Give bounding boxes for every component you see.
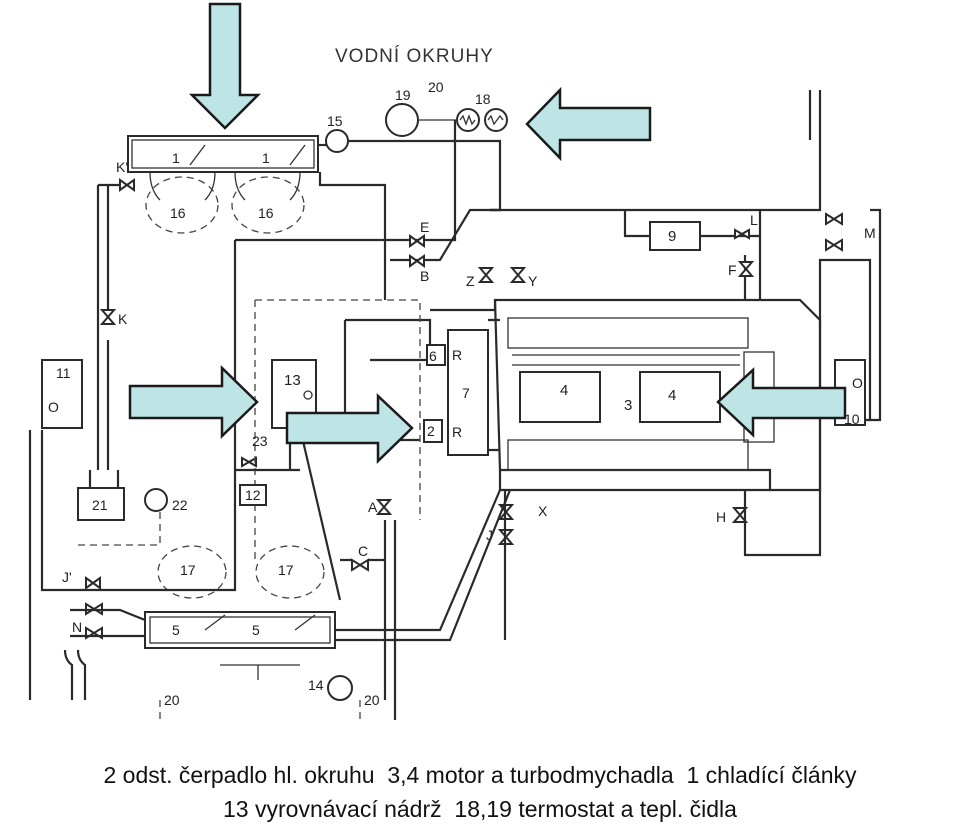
label-19: 19	[395, 87, 411, 103]
label-21: 21	[92, 497, 108, 513]
label-9: 9	[668, 228, 676, 245]
diagram-title: VODNÍ OKRUHY	[335, 46, 494, 67]
component-11	[41, 359, 83, 429]
label-7: 7	[462, 385, 470, 401]
inflow-arrow-left-middle	[128, 365, 259, 439]
radiator-bottom	[144, 611, 336, 649]
radiator-top	[127, 135, 330, 173]
label-13: 13	[284, 372, 301, 389]
label-16b: 16	[258, 205, 274, 221]
label-20b: 20	[364, 692, 380, 708]
thermometer-19	[385, 103, 419, 137]
label-15: 15	[327, 113, 343, 129]
label-3: 3	[624, 397, 632, 414]
label-E: E	[420, 219, 429, 235]
label-4a: 4	[560, 382, 568, 399]
label-20a: 20	[164, 692, 180, 708]
label-L: L	[750, 212, 758, 228]
label-J-prime: J'	[62, 569, 72, 585]
label-18: 18	[475, 91, 491, 107]
label-4b: 4	[668, 387, 676, 404]
label-R-top: R	[452, 347, 462, 363]
pump-22	[144, 488, 168, 512]
pump-15	[325, 129, 349, 153]
label-Y: Y	[528, 273, 538, 289]
component-9	[649, 221, 701, 251]
caption-line-1: 2 odst. čerpadlo hl. okruhu 3,4 motor a …	[103, 762, 857, 788]
label-C: C	[358, 543, 368, 559]
label-O-left: O	[48, 399, 59, 415]
label-2: 2	[427, 423, 435, 439]
component-21	[77, 487, 125, 521]
inflow-arrow-top	[188, 2, 262, 130]
label-20-top: 20	[428, 79, 444, 95]
label-Z: Z	[466, 273, 475, 289]
label-B: B	[420, 268, 429, 284]
pump-6	[426, 344, 446, 366]
fan-16b	[231, 176, 305, 234]
inflow-arrow-right-middle	[716, 367, 847, 438]
label-F: F	[728, 262, 737, 278]
label-5a: 5	[172, 622, 180, 638]
label-22: 22	[172, 497, 188, 513]
label-K-prime: K'	[116, 159, 128, 175]
pump-2	[423, 419, 443, 443]
label-N: N	[72, 619, 82, 635]
label-16a: 16	[170, 205, 186, 221]
heat-exchanger-7	[447, 329, 489, 456]
label-1a: 1	[172, 150, 180, 166]
label-X: X	[538, 503, 548, 519]
water-circuit-diagram: VODNÍ OKRUHY	[28, 2, 882, 720]
label-H: H	[716, 509, 726, 525]
label-12: 12	[245, 487, 261, 503]
label-1b: 1	[262, 150, 270, 166]
component-12	[239, 484, 267, 506]
fan-17b	[255, 545, 325, 599]
label-10: 10	[844, 411, 860, 427]
label-23: 23	[252, 433, 268, 449]
thermostat-18b	[484, 108, 508, 132]
label-11: 11	[56, 365, 71, 381]
label-A: A	[368, 499, 378, 515]
inflow-arrow-right-top	[525, 86, 652, 162]
inflow-arrow-center	[285, 393, 414, 464]
fan-16a	[145, 176, 219, 234]
label-O-right: O	[852, 375, 863, 391]
label-J: J	[486, 527, 493, 543]
fan-17a	[157, 545, 227, 599]
label-6: 6	[429, 348, 437, 364]
label-14: 14	[308, 677, 324, 693]
label-K: K	[118, 311, 128, 327]
label-17b: 17	[278, 562, 294, 578]
caption-line-2: 13 vyrovnávací nádrž 18,19 termostat a t…	[223, 796, 737, 822]
label-R-bottom: R	[452, 424, 462, 440]
label-5b: 5	[252, 622, 260, 638]
label-M: M	[864, 225, 876, 241]
pump-14	[327, 675, 353, 701]
label-17a: 17	[180, 562, 196, 578]
